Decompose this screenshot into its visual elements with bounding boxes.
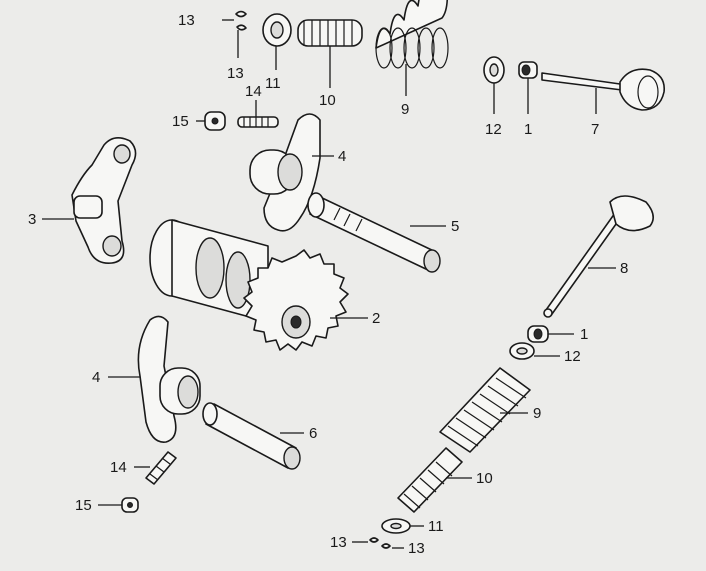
callout-3: 3 [28,211,36,228]
callout-12: 12 [485,121,502,138]
valve-stem-washer-top [483,56,505,84]
shaft-plug-top [204,111,226,131]
callout-11: 11 [428,518,444,535]
outer-valve-spring-right [439,367,531,453]
callout-4: 4 [338,148,346,165]
rocker-shaft-spring-top [237,116,279,128]
callout-13: 13 [227,65,244,82]
valve-keeper-lower [369,537,391,549]
shaft-plug-lower [121,497,139,513]
rocker-shaft-spring-lower [145,451,177,485]
outer-valve-spring-top [375,0,449,69]
rocker-shaft-lower [202,402,301,470]
callout-13: 13 [178,12,195,29]
callout-10: 10 [476,470,493,487]
callout-11: 11 [265,75,281,92]
callout-10: 10 [319,92,336,109]
rocker-arm-left [71,137,137,264]
leader-lines [42,30,616,549]
valve-stem-seal-right [527,325,549,343]
camshaft-sprocket [149,219,349,351]
callout-14: 14 [245,83,262,100]
callout-8: 8 [620,260,628,277]
callout-7: 7 [591,121,599,138]
callout-2: 2 [372,310,380,327]
callout-9: 9 [533,405,541,422]
callout-14: 14 [110,459,127,476]
rocker-arm-lower [137,315,201,443]
inner-valve-spring-right [397,447,463,513]
valve-stem-washer-right [509,342,535,360]
callout-9: 9 [401,101,409,118]
spring-seat-top [262,13,292,47]
intake-valve [543,195,654,318]
callout-12: 12 [564,348,581,365]
inner-valve-spring-top [297,19,363,47]
callout-4: 4 [92,369,100,386]
exhaust-valve [541,68,666,111]
valve-keeper-top [222,10,247,31]
callout-15: 15 [172,113,189,130]
callout-13: 13 [408,540,425,557]
callout-1: 1 [524,121,532,138]
rocker-arm-upper [249,113,321,232]
callout-1: 1 [580,326,588,343]
rocker-shaft [307,192,441,273]
callout-15: 15 [75,497,92,514]
spring-seat-lower [381,518,411,534]
callout-5: 5 [451,218,459,235]
callout-13: 13 [330,534,347,551]
valve-stem-seal-top [518,61,538,79]
callout-6: 6 [309,425,317,442]
callout-labels: 13 13 11 10 9 12 1 7 14 15 4 3 5 8 2 1 1… [28,12,628,557]
